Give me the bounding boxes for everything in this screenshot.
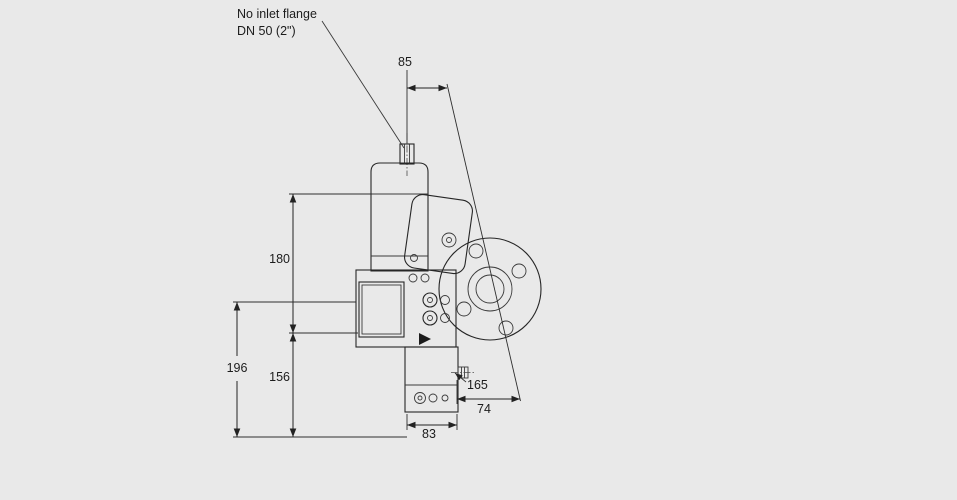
flow-arrow-icon	[419, 333, 431, 345]
dimension-label: 74	[477, 402, 491, 416]
callout-leader-line	[321, 20, 405, 149]
regulator-block	[404, 346, 475, 413]
dimension-label: 85	[398, 55, 412, 69]
bolt-hole	[511, 263, 527, 279]
dimension-label: 196	[227, 361, 248, 375]
solenoid-actuator	[370, 162, 429, 272]
inlet-screen-mesh	[361, 284, 402, 335]
dimension-label: 156	[269, 370, 290, 384]
callout: No inlet flange DN 50 (2")	[237, 7, 405, 149]
callout-line1: No inlet flange	[237, 7, 317, 21]
valve-body	[355, 269, 457, 348]
valve-drawing	[355, 133, 542, 413]
dimension-85: 85	[398, 55, 521, 402]
bolt-hole	[456, 301, 472, 317]
pressure-tap-port	[422, 310, 438, 326]
dimension-83: 83	[406, 414, 458, 441]
callout-line2: DN 50 (2")	[237, 24, 296, 38]
pressure-tap-port	[422, 292, 438, 308]
inlet-screen-frame	[358, 281, 405, 338]
dimension-label: 180	[269, 252, 290, 266]
bolt-hole	[468, 243, 484, 259]
dimension-label: 83	[422, 427, 436, 441]
valve-stem	[399, 143, 415, 165]
connector-port	[441, 232, 457, 248]
bolt-hole	[498, 320, 514, 336]
actuator-housing	[404, 194, 473, 275]
dimension-label: 165	[467, 378, 488, 392]
outlet-flange	[438, 237, 542, 341]
dimension-156: 156	[269, 333, 297, 437]
dimension-180: 180	[269, 193, 372, 334]
test-tap-pin	[451, 366, 475, 379]
dimension-165: 165	[454, 372, 488, 392]
dimension-74: 74	[456, 380, 520, 416]
dimension-196: 196	[227, 301, 407, 438]
